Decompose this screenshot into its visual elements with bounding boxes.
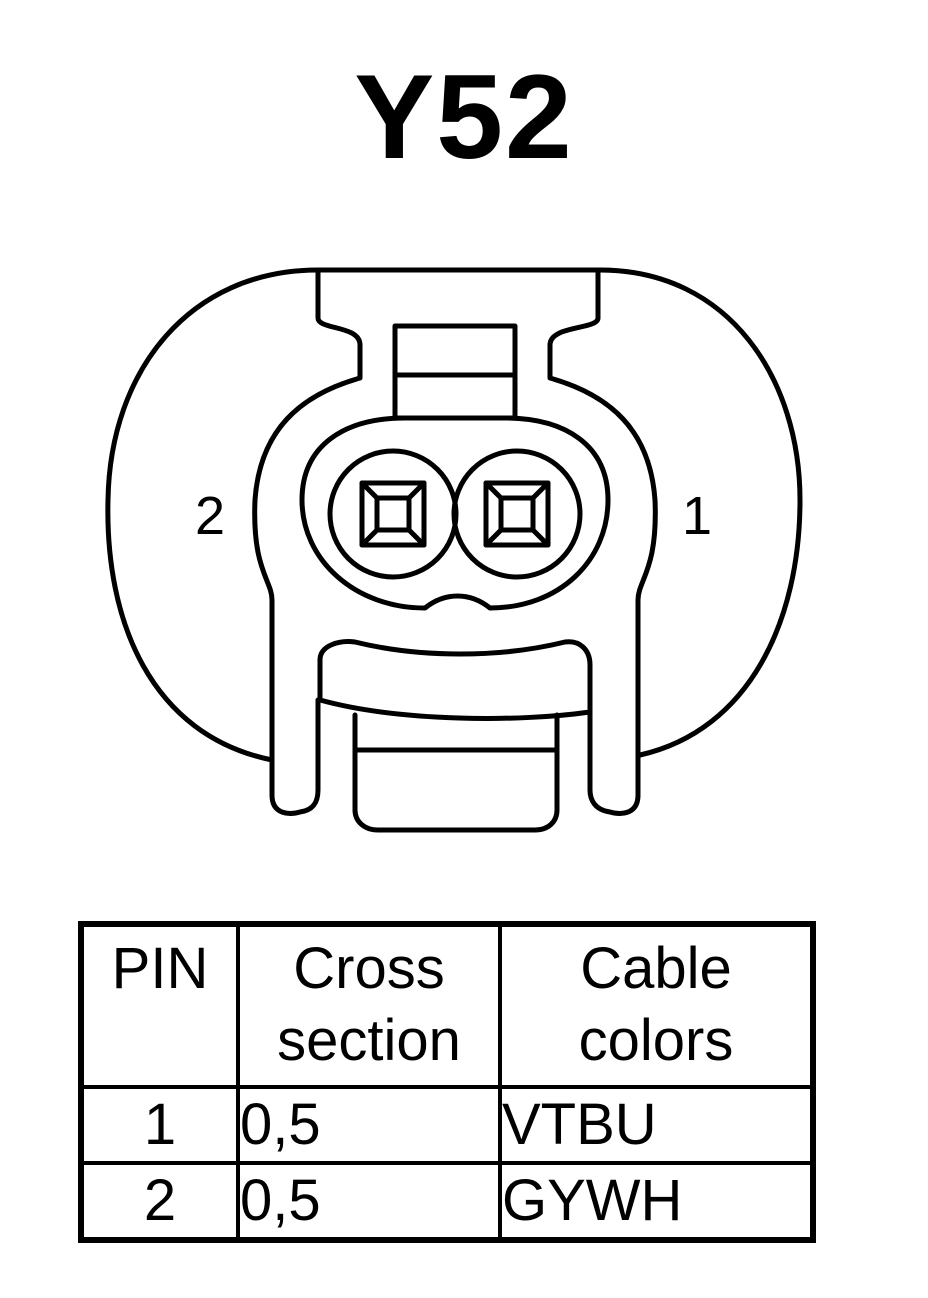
header-cable-colors: Cable colors <box>498 922 815 1089</box>
table-row: 1 0,5 VTBU <box>79 1085 815 1165</box>
pin-1-label: 1 <box>682 486 713 546</box>
table-row: 2 0,5 GYWH <box>79 1161 815 1242</box>
header-pin: PIN <box>79 922 240 1089</box>
cell-cross-section: 0,5 <box>236 1085 502 1165</box>
cell-cross-section: 0,5 <box>236 1161 502 1242</box>
table-header-row: PIN Cross section Cable colors <box>79 922 815 1089</box>
cell-cable-color: GYWH <box>498 1161 815 1242</box>
socket-face <box>299 415 611 611</box>
pin-1-cavity <box>451 448 583 580</box>
connector-title: Y52 <box>354 50 574 184</box>
latch-tab <box>252 267 363 816</box>
pin-2-label: 2 <box>195 486 226 546</box>
pin-2-terminal <box>359 480 427 548</box>
pin-assignment-table: PIN Cross section Cable colors 1 0,5 VTB… <box>78 921 816 1243</box>
coding-key <box>317 639 593 721</box>
cell-pin: 1 <box>79 1085 240 1165</box>
cell-pin: 2 <box>79 1161 240 1242</box>
latch-window <box>392 323 518 421</box>
pin-1-terminal <box>483 480 551 548</box>
header-cross-section: Cross section <box>236 922 502 1089</box>
connector-diagram <box>105 267 803 833</box>
pin-2-cavity <box>327 448 459 580</box>
cell-cable-color: VTBU <box>498 1085 815 1165</box>
lower-tab <box>352 712 560 833</box>
